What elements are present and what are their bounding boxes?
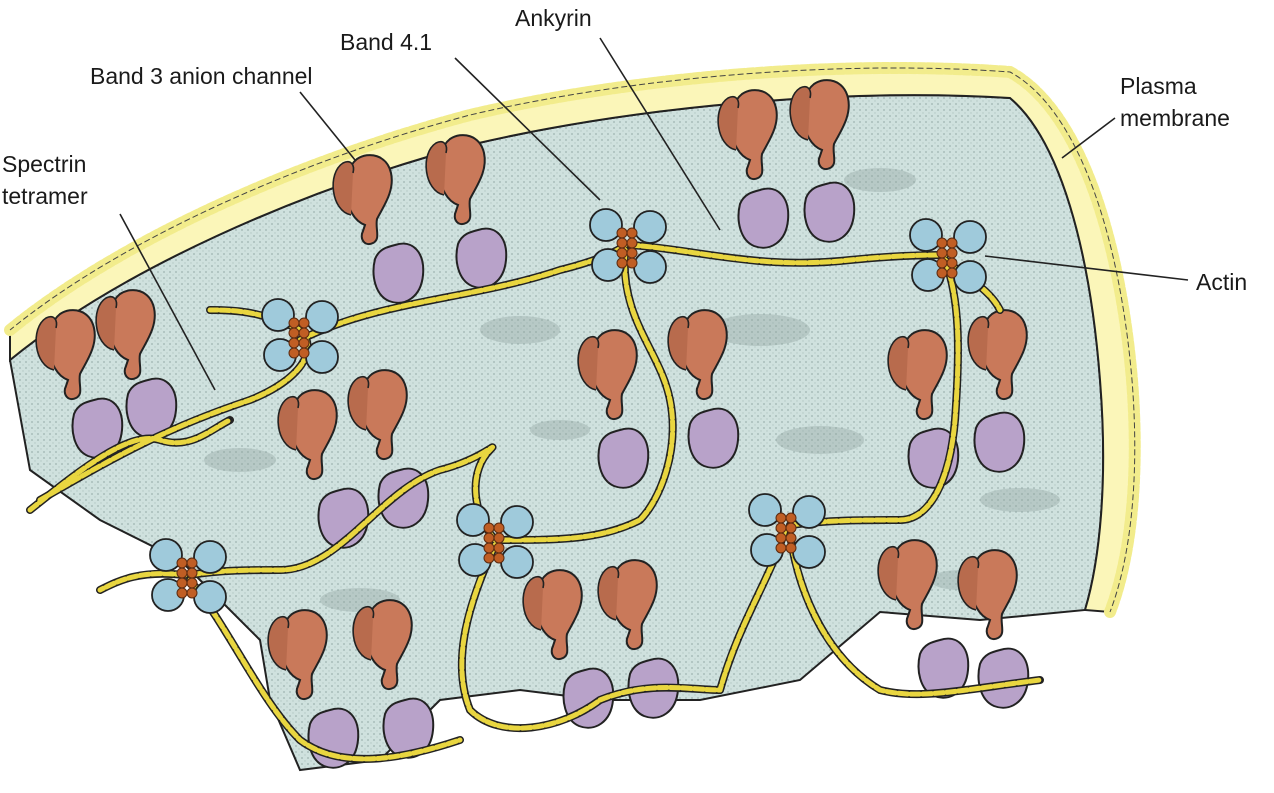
label-spectrin-line2: tetramer <box>2 183 88 209</box>
label-plasma-membrane-line1: Plasma <box>1120 73 1197 99</box>
label-ankyrin: Ankyrin <box>515 5 592 31</box>
label-actin: Actin <box>1196 269 1247 295</box>
label-band3-anion-channel: Band 3 anion channel <box>90 63 313 89</box>
label-spectrin-line1: Spectrin <box>2 151 86 177</box>
label-band41: Band 4.1 <box>340 29 432 55</box>
label-plasma-membrane-line2: membrane <box>1120 105 1230 131</box>
